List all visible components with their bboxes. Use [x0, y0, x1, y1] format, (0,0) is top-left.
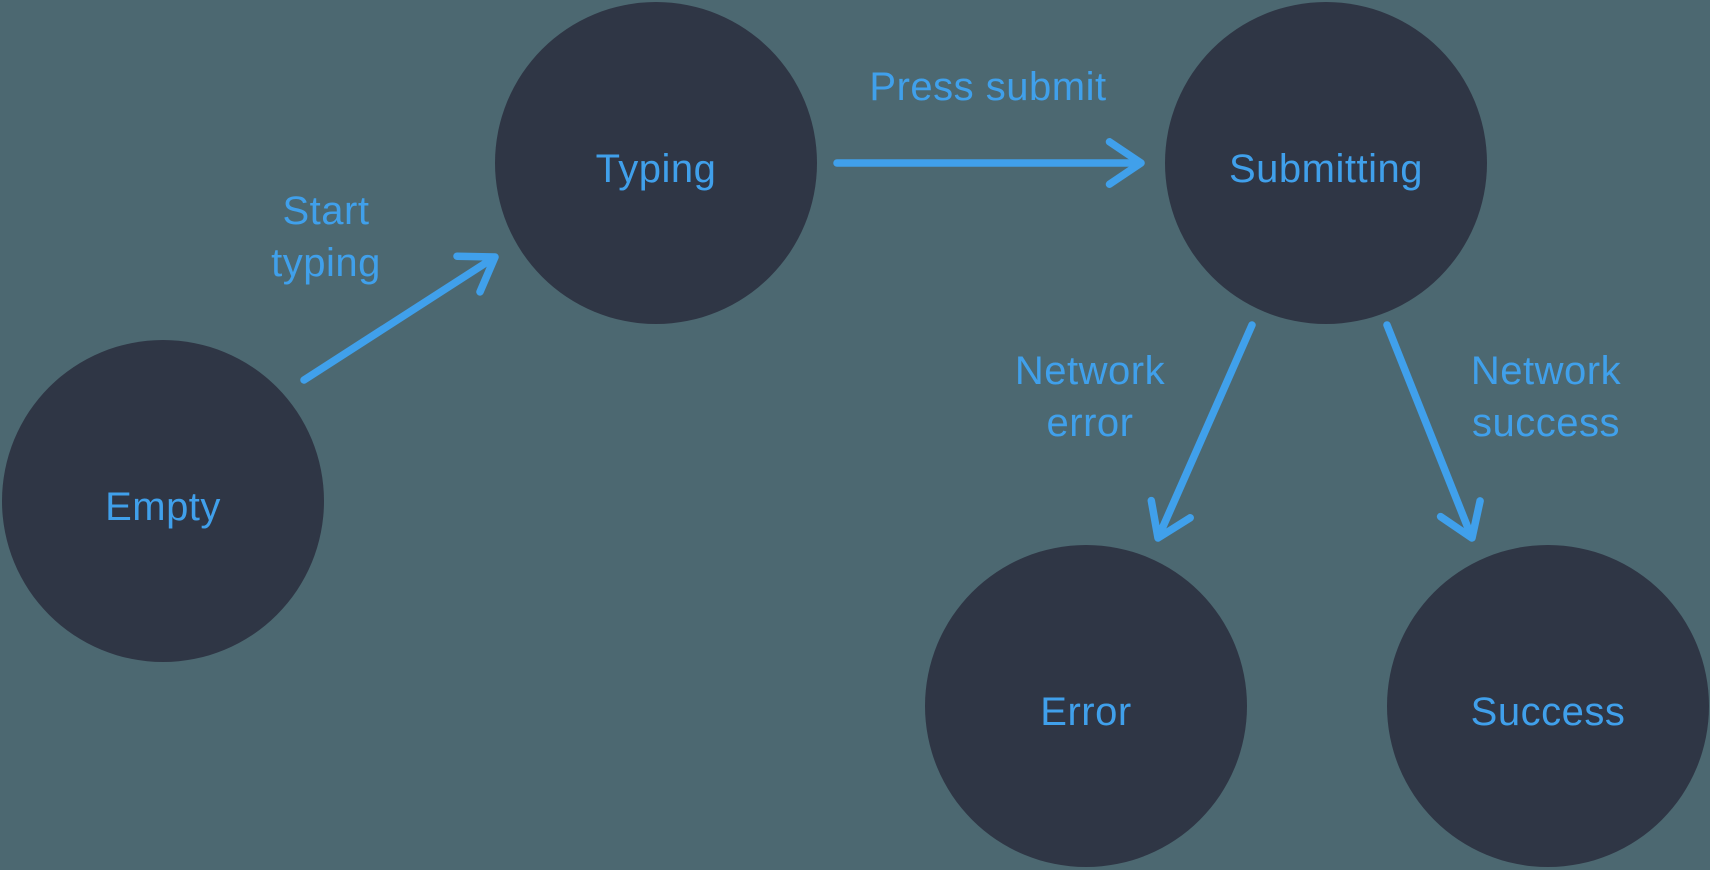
state-circle-typing — [495, 2, 817, 324]
transition-label-press-submit-line-1: Press submit — [869, 65, 1106, 109]
state-circle-success — [1387, 545, 1709, 867]
transition-label-network-error-line-1: Network — [1015, 349, 1166, 393]
state-label-submitting: Submitting — [1229, 147, 1423, 191]
transition-label-start-typing-line-2: typing — [271, 241, 381, 285]
state-node-error: Error — [925, 545, 1247, 867]
transition-label-start-typing-line-1: Start — [283, 189, 370, 233]
arrow-shaft — [1383, 321, 1474, 537]
transition-label-network-error-line-2: error — [1047, 401, 1134, 445]
transition-label-network-success-line-2: success — [1472, 401, 1620, 445]
state-node-success: Success — [1387, 545, 1709, 867]
arrow-shaft — [300, 256, 494, 384]
transition-start-typing: Start typing — [271, 189, 499, 384]
state-circle-error — [925, 545, 1247, 867]
state-node-submitting: Submitting — [1165, 2, 1487, 324]
state-label-empty: Empty — [105, 485, 221, 529]
state-label-success: Success — [1471, 690, 1626, 734]
arrow-shaft — [1156, 321, 1256, 537]
arrow-head-icon — [1147, 496, 1194, 542]
transition-network-error: Network error — [1015, 321, 1256, 542]
state-node-typing: Typing — [495, 2, 817, 324]
transition-label-network-success-line-1: Network — [1471, 349, 1622, 393]
state-circle-empty — [2, 340, 324, 662]
state-label-error: Error — [1040, 690, 1131, 734]
arrow-head-icon — [1436, 497, 1484, 542]
arrow-head-icon — [453, 252, 499, 296]
state-circle-submitting — [1165, 2, 1487, 324]
transition-network-success: Network success — [1383, 321, 1622, 542]
state-label-typing: Typing — [596, 147, 717, 191]
transition-press-submit: Press submit — [833, 65, 1145, 188]
arrow-head-icon — [1105, 138, 1145, 188]
state-node-empty: Empty — [2, 340, 324, 662]
